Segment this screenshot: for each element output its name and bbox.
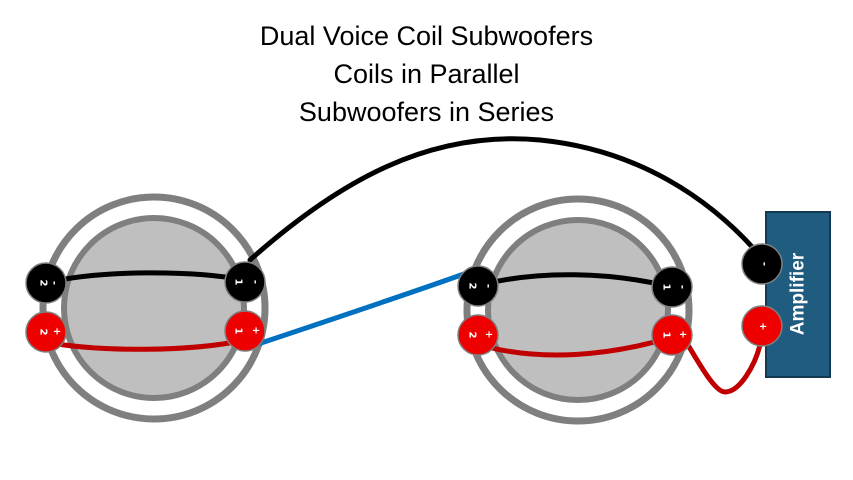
title-line-3: Subwoofers in Series [298, 97, 555, 127]
terminal-right-coil1-negative: 1 - [651, 266, 693, 308]
terminal-number: 1 [233, 328, 244, 335]
wire-amplifier-positive [682, 337, 763, 395]
subwoofer-left-cone [61, 215, 247, 401]
terminal-left-coil2-positive: 2 + [25, 311, 67, 353]
wire-left-coils-positive [42, 337, 248, 352]
terminal-sign: + [759, 322, 767, 333]
title-line-2: Coils in Parallel [333, 59, 520, 89]
title-line-1: Dual Voice Coil Subwoofers [259, 21, 594, 51]
terminal-right-coil2-positive: 2 + [457, 314, 499, 356]
terminal-sign: - [49, 281, 60, 285]
terminal-number: 1 [661, 284, 672, 291]
terminal-sign: - [677, 285, 688, 289]
terminal-left-coil1-positive: 1 + [224, 310, 266, 352]
wire-right-coils-negative [477, 272, 675, 290]
terminal-number: 2 [467, 283, 478, 290]
terminal-left-coil1-negative: 1 - [224, 261, 266, 303]
terminal-sign: + [485, 330, 493, 341]
terminal-sign: + [53, 327, 61, 338]
wire-right-coils-positive [477, 334, 675, 358]
wire-series-link [255, 267, 478, 347]
terminal-right-coil2-negative: 2 - [457, 265, 499, 307]
wire-amplifier-negative [247, 136, 758, 263]
terminal-sign: + [252, 326, 260, 337]
terminal-sign: - [759, 262, 770, 266]
terminal-number: 1 [661, 332, 672, 339]
terminal-number: 2 [38, 280, 49, 287]
terminal-right-coil1-positive: 1 + [651, 314, 693, 356]
terminal-sign: - [250, 280, 261, 284]
amplifier-label: Amplifier [788, 252, 809, 335]
terminal-amplifier-positive: + [741, 305, 783, 347]
terminal-number: 2 [467, 332, 478, 339]
subwoofer-right [463, 195, 693, 425]
wire-left-coils-negative [42, 270, 248, 286]
terminal-amplifier-negative: - [741, 243, 783, 285]
terminal-sign: - [483, 284, 494, 288]
subwoofer-right-cone [485, 217, 671, 403]
amplifier-box [765, 211, 831, 378]
terminal-sign: + [679, 330, 687, 341]
terminal-left-coil2-negative: 2 - [25, 262, 67, 304]
subwoofer-left [39, 193, 269, 423]
terminal-number: 2 [38, 329, 49, 336]
terminal-number: 1 [233, 279, 244, 286]
